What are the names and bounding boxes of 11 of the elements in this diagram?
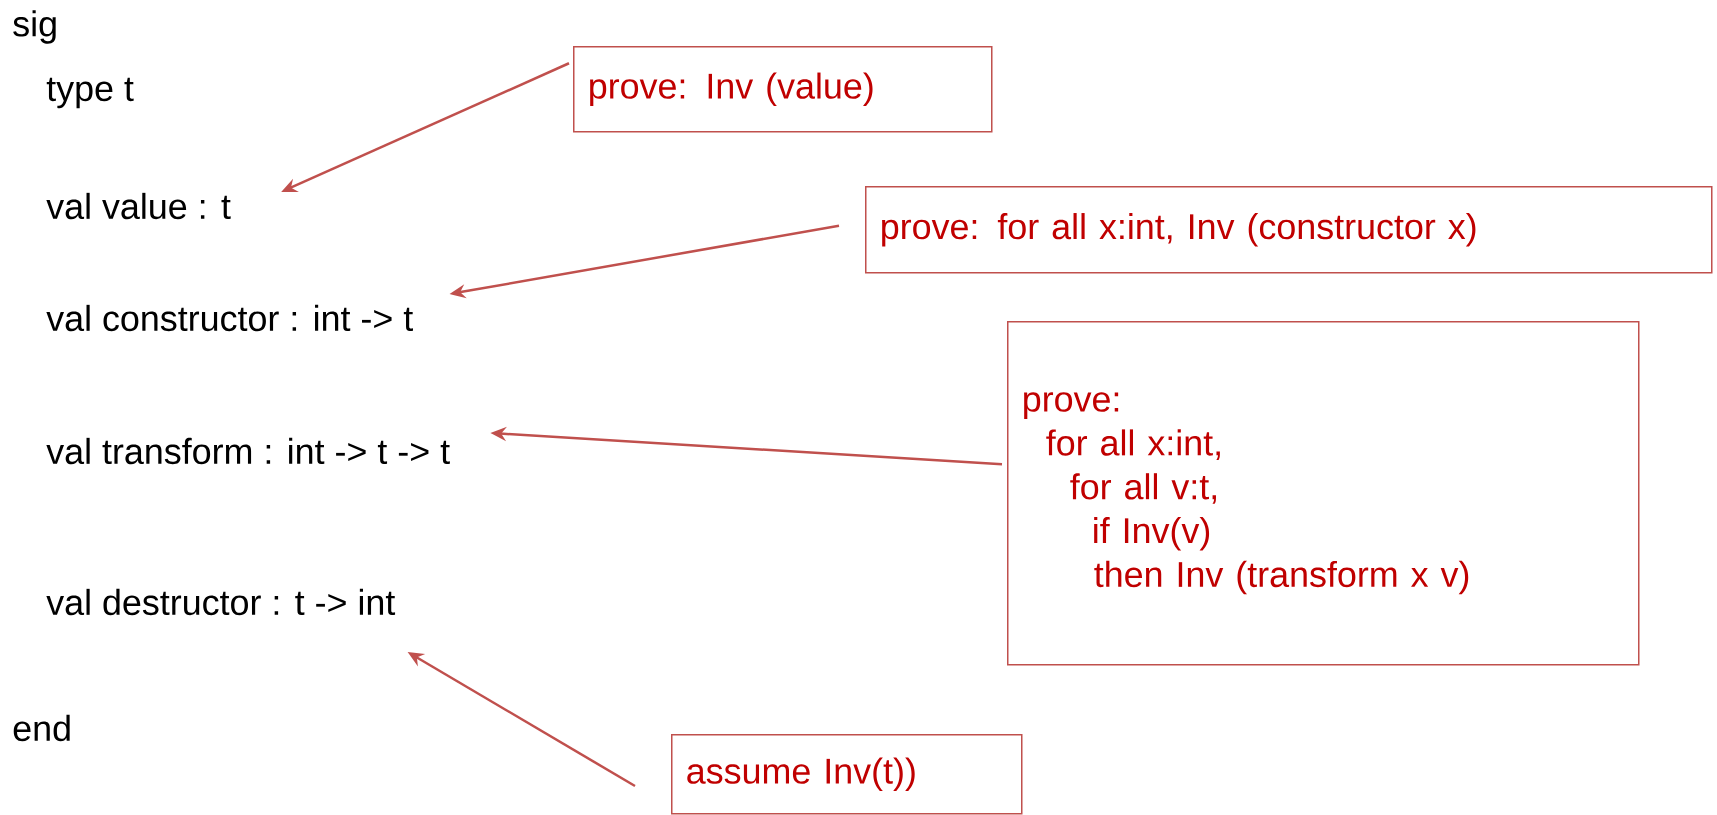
code-line: sig: [13, 10, 56, 44]
code-line: end: [13, 714, 70, 742]
note-box: assume Inv(t)): [671, 734, 1023, 815]
note-box: prove: Inv (value): [573, 46, 993, 133]
code-line: val destructor : t -> int: [46, 588, 396, 616]
code-line: val transform : int -> t -> t: [46, 437, 450, 465]
code-line: type t: [46, 77, 134, 109]
code-line: val value : t: [46, 192, 231, 220]
note-box: prove: for all x:int, Inv (constructor x): [865, 186, 1713, 274]
note-box: prove: for all x:int, for all v:t, if Inv(v) then Inv (transform x v): [1007, 321, 1640, 666]
code-line: val constructor : int -> t: [46, 304, 413, 332]
